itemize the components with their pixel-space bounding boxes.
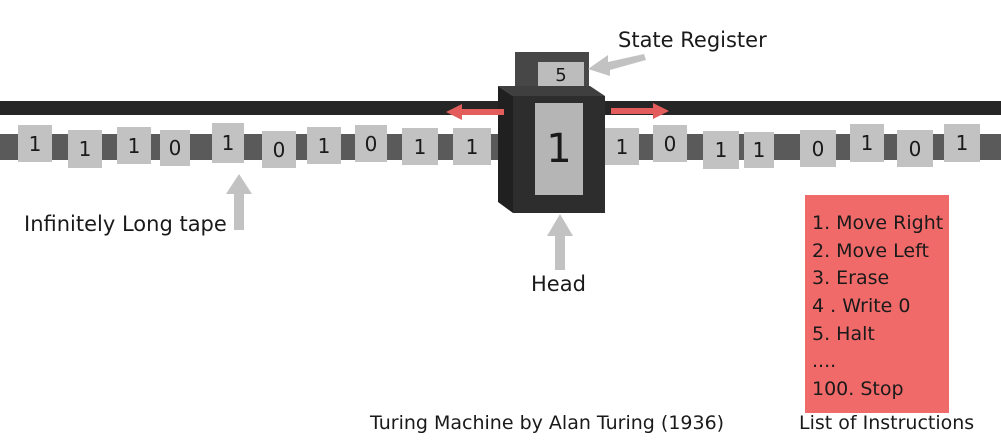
- move-left-arrow-icon: [446, 104, 504, 120]
- tape-cell-left-1: 1: [18, 125, 52, 162]
- tape-cell-left-10: 1: [453, 128, 491, 165]
- instruction-item: 3. Erase: [812, 267, 890, 290]
- tape-cell-right-8: 1: [944, 124, 980, 162]
- tape-cell-left-3: 1: [117, 127, 151, 164]
- move-right-arrow-icon: [611, 103, 669, 119]
- tape-cell-left-7: 1: [307, 127, 341, 164]
- instruction-item: 5. Halt: [812, 322, 875, 345]
- instruction-list: 1. Move Right 2. Move Left 3. Erase 4 . Wri…: [812, 210, 943, 404]
- tape-cell-right-2: 0: [653, 125, 687, 162]
- tape-cell-left-4: 0: [160, 130, 190, 166]
- tape-cell-right-4: 1: [744, 132, 774, 168]
- state-register-callout-arrow-icon: [588, 54, 646, 76]
- tape-cell-left-2: 1: [68, 130, 102, 168]
- state-register-label: State Register: [618, 28, 767, 52]
- tape-cell-right-5: 0: [800, 130, 836, 167]
- head-callout-arrow-icon: [547, 214, 573, 270]
- tape-cell-right-7: 0: [897, 130, 933, 167]
- head-symbol: 1: [535, 103, 583, 195]
- instruction-item: 1. Move Right: [812, 212, 944, 234]
- instruction-item: ....: [812, 350, 837, 373]
- diagram-caption: Turing Machine by Alan Turing (1936): [370, 412, 725, 434]
- instruction-list-label: List of Instructions: [799, 412, 975, 434]
- tape-cell-left-6: 0: [262, 131, 296, 168]
- tape-cell-right-3: 1: [703, 131, 739, 169]
- tape-cell-right-1: 1: [605, 128, 639, 165]
- instruction-item: 4 . Write 0: [812, 295, 911, 318]
- tape-cell-left-5: 1: [212, 123, 244, 163]
- tape-cell-left-9: 1: [402, 128, 438, 165]
- instruction-list-box: [805, 195, 949, 413]
- tape-cell-right-6: 1: [850, 124, 884, 162]
- tape-cell-left-8: 0: [355, 125, 387, 162]
- head-label: Head: [531, 272, 586, 296]
- instruction-item: 2. Move Left: [812, 239, 929, 262]
- tape-callout-arrow-icon: [226, 174, 252, 230]
- tape-label: Infinitely Long tape: [24, 212, 227, 236]
- state-register-value: 5: [538, 62, 584, 88]
- instruction-item: 100. Stop: [812, 378, 904, 401]
